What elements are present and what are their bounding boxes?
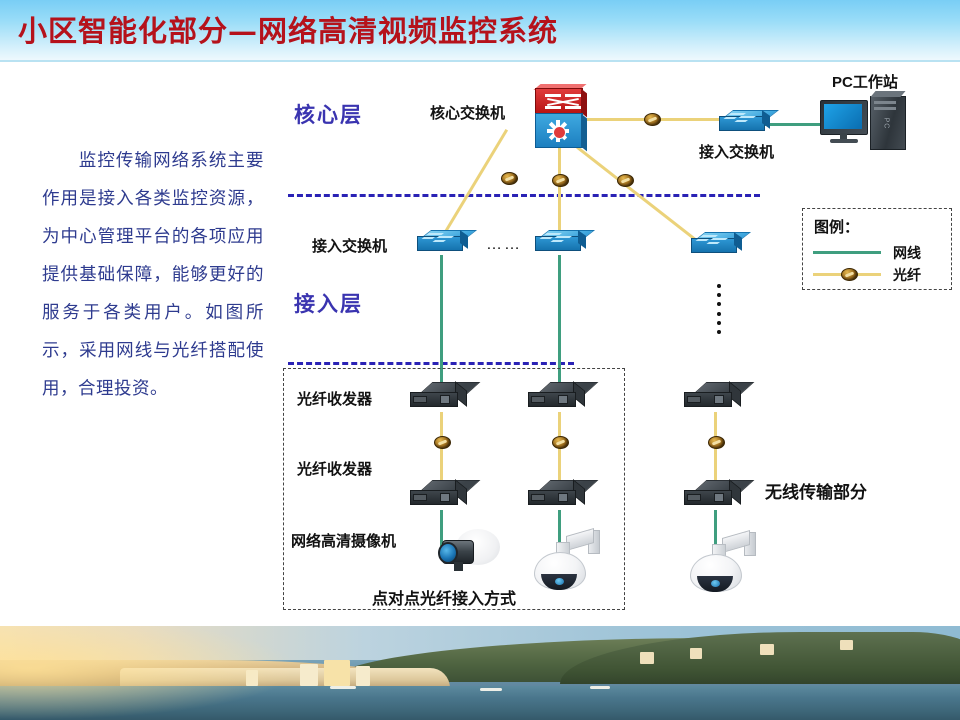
fiber-link-core-to-access1 — [437, 128, 508, 245]
point-to-point-label: 点对点光纤接入方式 — [372, 591, 517, 608]
photo-building — [840, 640, 853, 650]
fiber-bead-icon — [708, 436, 725, 449]
fiber-bead-icon — [552, 174, 569, 187]
photo-boat — [590, 686, 610, 689]
access-switch-icon-2[interactable] — [532, 228, 596, 256]
dome-camera-icon-2[interactable] — [684, 529, 756, 594]
photo-building — [760, 644, 774, 655]
photo-building — [640, 652, 654, 664]
net-link-switch-to-pc — [744, 123, 830, 126]
fiber-converter-icon-1a[interactable] — [410, 381, 481, 412]
fiber-bead-icon — [841, 268, 858, 281]
fiber-link-core-to-access2 — [558, 146, 561, 244]
fiber-bead-icon — [644, 113, 661, 126]
legend-box: 图例： 网线 光纤 — [802, 208, 952, 290]
photo-building — [356, 666, 370, 686]
fiber-converter-icon-2b[interactable] — [528, 479, 599, 510]
fiber-bead-icon — [617, 174, 634, 187]
photo-boat — [330, 686, 356, 689]
legend-label-net: 网线 — [893, 245, 921, 261]
fiber-converter-icon-1b[interactable] — [410, 479, 481, 510]
footer-photo-band — [0, 626, 960, 720]
legend-item-fiber: 光纤 — [813, 265, 941, 283]
slide-header: 小区智能化部分—网络高清视频监控系统 — [0, 0, 960, 62]
photo-building — [690, 648, 702, 659]
page-title: 小区智能化部分—网络高清视频监控系统 — [18, 14, 559, 48]
photo-building — [300, 664, 318, 686]
photo-sun-glow — [0, 626, 300, 720]
legend-label-fiber: 光纤 — [893, 267, 921, 283]
fiber-converter-icon-2a[interactable] — [528, 381, 599, 412]
fiber-converter-icon-3a[interactable] — [684, 381, 755, 412]
vertical-ellipsis — [716, 284, 721, 334]
access-switch-label-left: 接入交换机 — [312, 238, 388, 255]
net-link-access1-to-converter — [440, 255, 443, 383]
bullet-camera-icon[interactable] — [438, 528, 500, 580]
access-switch-icon-1[interactable] — [414, 228, 478, 256]
camera-label: 网络高清摄像机 — [291, 533, 397, 550]
horizontal-ellipsis: …… — [486, 236, 522, 253]
photo-building — [324, 660, 350, 686]
legend-item-net: 网线 — [813, 243, 941, 261]
core-switch-label: 核心交换机 — [430, 105, 506, 122]
wireless-section-label: 无线传输部分 — [765, 483, 867, 502]
legend-title: 图例： — [814, 219, 860, 236]
fiber-bead-icon — [552, 436, 569, 449]
photo-boat — [480, 688, 502, 691]
access-switch-icon-top[interactable] — [716, 108, 780, 136]
net-link-converter-to-camera-3 — [714, 510, 717, 548]
net-link-converter-to-camera-2 — [558, 510, 561, 546]
access-layer-divider — [288, 362, 574, 365]
dome-camera-icon-1[interactable] — [528, 527, 600, 592]
core-layer-label: 核心层 — [294, 104, 363, 127]
pc-workstation-label: PC工作站 — [832, 74, 898, 91]
point-to-point-group-box — [283, 368, 625, 610]
fiber-converter-label-1: 光纤收发器 — [297, 391, 373, 408]
core-layer-divider — [288, 194, 760, 197]
fiber-converter-label-2: 光纤收发器 — [297, 461, 373, 478]
net-link-converter-to-camera-1 — [440, 510, 443, 546]
fiber-converter-icon-3b[interactable] — [684, 479, 755, 510]
fiber-bead-icon — [434, 436, 451, 449]
access-switch-label-top: 接入交换机 — [699, 144, 775, 161]
pc-workstation-icon[interactable]: PC — [820, 91, 915, 158]
access-layer-label: 接入层 — [294, 293, 363, 316]
access-switch-icon-3[interactable] — [688, 230, 752, 258]
core-switch-icon[interactable] — [531, 84, 587, 152]
description-paragraph: 监控传输网络系统主要作用是接入各类监控资源，为中心管理平台的各项应用提供基础保障… — [42, 151, 264, 399]
fiber-bead-icon — [501, 172, 518, 185]
green-line-icon — [813, 251, 881, 254]
net-link-access2-to-converter — [558, 255, 561, 383]
